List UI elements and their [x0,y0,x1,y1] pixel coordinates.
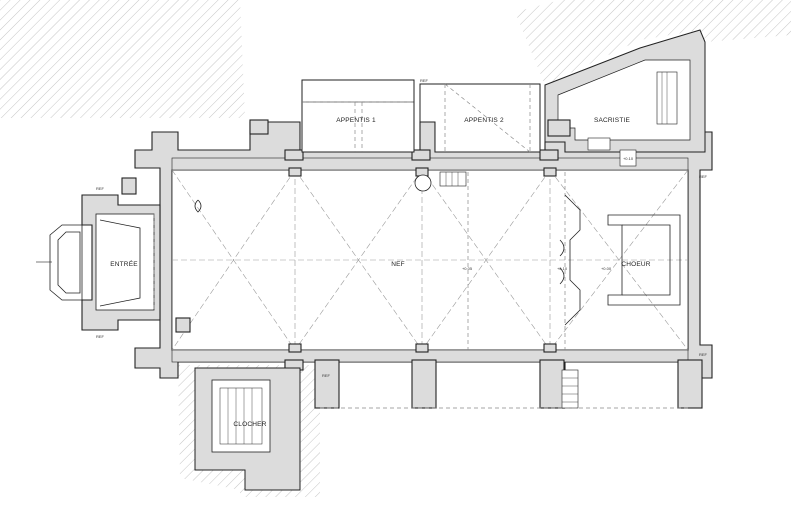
level-mark-nave-step: +0.05 [462,266,473,271]
font-basin [194,199,202,213]
neighbour-building-northeast [515,0,791,85]
pilasters [288,167,557,353]
room-label-choeur: CHOEUR [621,261,650,268]
corner-mark-appentis: REF [420,78,429,83]
room-label-nef: NEF [391,261,405,268]
corner-mark-se: REF [699,352,708,357]
choir-platform [559,194,681,326]
appentis-1 [301,79,415,153]
pulpit [414,174,432,192]
south-stairs [561,369,579,409]
south-buttresses [284,359,703,409]
room-label-sacristie: SACRISTIE [594,117,631,124]
room-label-appentis2: APPENTIS 2 [464,117,504,124]
north-buttresses [284,149,559,161]
rib-vaults [171,169,689,351]
room-label-clocher: CLOCHER [233,421,266,428]
sacristie [544,29,706,167]
clocher [194,367,301,491]
level-mark-sacristie: +0.10 [623,156,634,161]
north-stairs [439,171,467,187]
neighbour-building-north-strip [700,20,791,42]
neighbour-building-northwest [0,0,245,118]
corner-mark-sw: REF [96,334,105,339]
entree-porch [36,194,161,331]
appentis-2 [419,83,541,153]
level-mark-nef-axis: +0.00 [601,266,612,271]
corner-mark-nw: REF [96,186,105,191]
level-mark-choeur-step: +0.10 [557,266,568,271]
room-label-entree: ENTRÉE [110,259,138,268]
misc-details [121,119,690,409]
corner-mark-ne: REF [699,174,708,179]
room-label-appentis1: APPENTIS 1 [336,117,376,124]
corner-mark-south: REF [322,373,331,378]
